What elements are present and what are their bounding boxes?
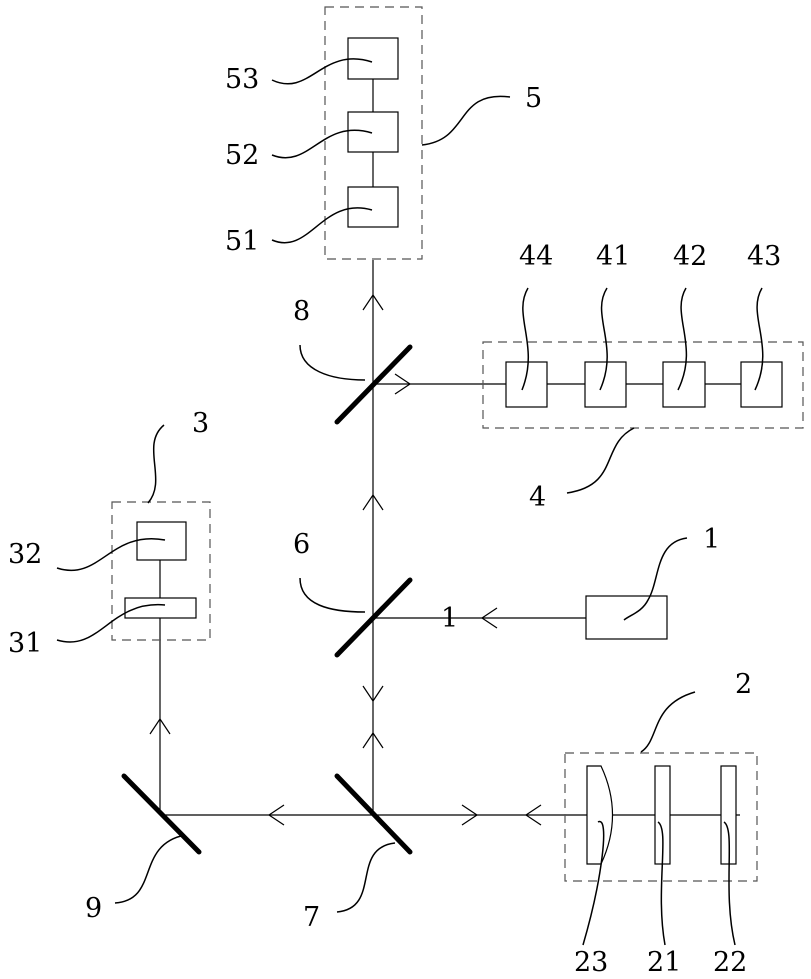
- label-42: 42: [673, 241, 707, 272]
- leader-9: [115, 835, 185, 903]
- label-32: 32: [8, 539, 42, 570]
- label-1: 1: [703, 524, 720, 555]
- label-44: 44: [519, 241, 553, 272]
- leader-4: [567, 428, 634, 493]
- unit-4: [483, 342, 803, 428]
- leader-5: [422, 96, 510, 145]
- beam-paths: [160, 79, 780, 815]
- label-5: 5: [525, 83, 542, 114]
- leader-8: [300, 345, 365, 380]
- component-42: [663, 362, 705, 407]
- component-32: [137, 522, 186, 560]
- component-23-lens: [587, 766, 613, 864]
- label-31: 31: [8, 628, 42, 659]
- label-1-beam: 1: [441, 603, 458, 634]
- component-44: [506, 362, 547, 407]
- label-8: 8: [293, 296, 310, 327]
- label-2: 2: [735, 669, 752, 700]
- label-6: 6: [293, 529, 310, 560]
- component-52: [348, 112, 398, 152]
- label-51: 51: [225, 226, 259, 257]
- label-43: 43: [747, 241, 781, 272]
- label-3: 3: [192, 408, 209, 439]
- component-22: [721, 766, 736, 864]
- label-7: 7: [303, 902, 320, 933]
- label-23: 23: [574, 947, 608, 978]
- label-4: 4: [529, 482, 546, 513]
- label-21: 21: [647, 947, 681, 978]
- unit-3: [112, 502, 210, 640]
- mirror-9: [124, 776, 199, 852]
- label-9: 9: [85, 893, 102, 924]
- label-53: 53: [225, 64, 259, 95]
- label-22: 22: [713, 947, 747, 978]
- leader-3: [148, 425, 164, 503]
- leader-7: [337, 843, 395, 912]
- component-51: [348, 187, 398, 227]
- arrowheads: [150, 295, 541, 825]
- unit-2: [565, 753, 757, 881]
- label-41: 41: [596, 241, 630, 272]
- label-52: 52: [225, 140, 259, 171]
- leader-2: [641, 692, 695, 752]
- leader-6: [300, 578, 365, 612]
